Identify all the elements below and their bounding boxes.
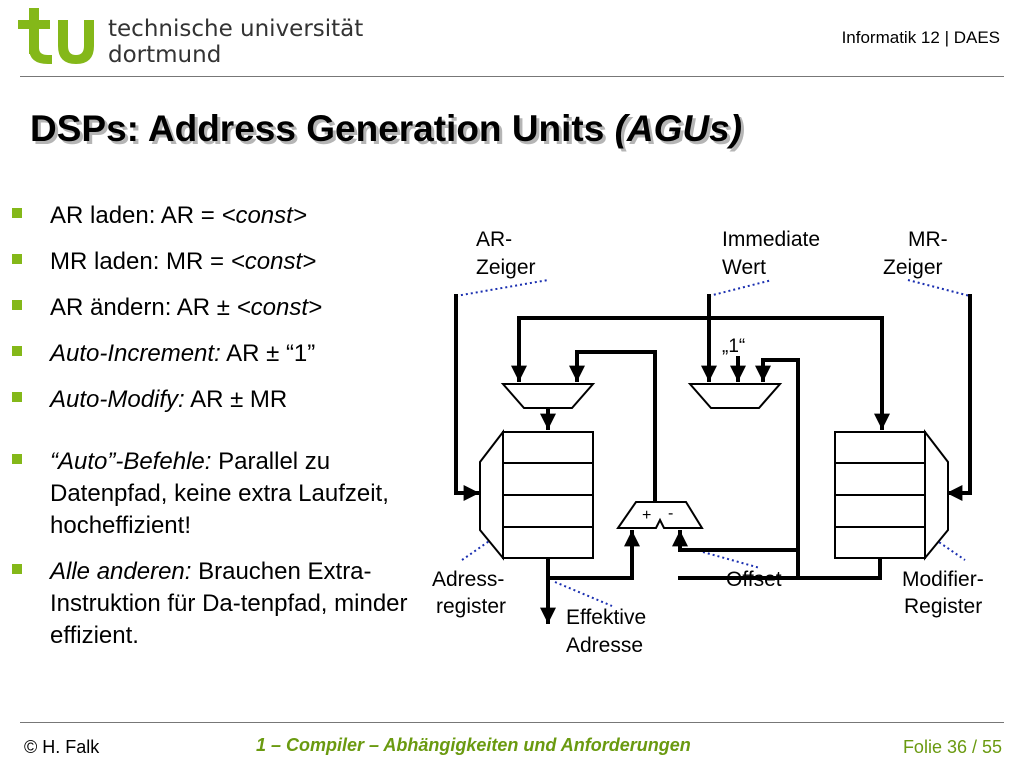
university-line-2: dortmund [108,42,222,68]
bullet-marker-icon [12,346,22,356]
course-label: Informatik 12 | DAES [841,28,1000,47]
bullet-item: “Auto”-Befehle: Parallel zu Datenpfad, k… [12,446,422,542]
bullet-item: Auto-Modify: AR ± MR [12,384,422,416]
label-modifier-2: Register [904,595,982,618]
adressregister-file [479,429,594,561]
label-effektive-1: Effektive [566,606,646,629]
bullet-item: AR laden: AR = <const> [12,200,422,232]
university-line-1: technische universität [108,16,364,42]
bullet-item: AR ändern: AR ± <const> [12,292,422,324]
adder-plus: + [642,507,651,524]
mux-right [687,383,783,409]
bullet-marker-icon [12,454,22,464]
bullet-marker-icon [12,564,22,574]
title-italic: (AGUs) [614,108,743,149]
bullet-marker-icon [12,254,22,264]
adder-subtractor: + - [616,501,704,529]
label-modifier-1: Modifier- [902,568,984,591]
copyright: © H. Falk [24,737,100,757]
header-divider [20,76,1004,77]
label-adress-1: Adress- [432,568,504,591]
bullet-item: Auto-Increment: AR ± “1” [12,338,422,370]
label-immediate-1: Immediate [722,228,820,251]
label-mr-zeiger-1: MR- [908,228,948,251]
bullet-list: AR laden: AR = <const> MR laden: MR = <c… [12,200,422,666]
bullet-item: Alle anderen: Brauchen Extra-Instruktion… [12,556,422,652]
label-ar-zeiger-2: Zeiger [476,256,536,279]
bullet-marker-icon [12,300,22,310]
label-one: „1“ [722,336,745,357]
slide-title: DSPs: Address Generation Units (AGUs) [30,108,742,150]
footer-divider [20,722,1004,723]
tu-logo [18,8,94,64]
label-mr-zeiger-2: Zeiger [883,256,943,279]
bullet-marker-icon [12,208,22,218]
slide-number: Folie 36 / 55 [902,737,1002,757]
bullet-item: MR laden: MR = <const> [12,246,422,278]
university-name: technische universität dortmund [108,16,363,68]
agu-diagram: AR- Zeiger Immediate Wert MR- Zeiger „1“… [432,228,984,657]
modifier-register-file [834,429,949,561]
mux-left [500,383,596,409]
label-ar-zeiger-1: AR- [476,228,512,251]
title-main: DSPs: Address Generation Units [30,108,615,149]
chapter-title: 1 – Compiler – Abhängigkeiten und Anford… [256,735,691,755]
bullet-marker-icon [12,392,22,402]
adder-minus: - [668,505,673,522]
label-effektive-2: Adresse [566,634,643,657]
label-immediate-2: Wert [722,256,766,279]
label-adress-2: register [436,595,506,618]
wires [454,294,972,624]
